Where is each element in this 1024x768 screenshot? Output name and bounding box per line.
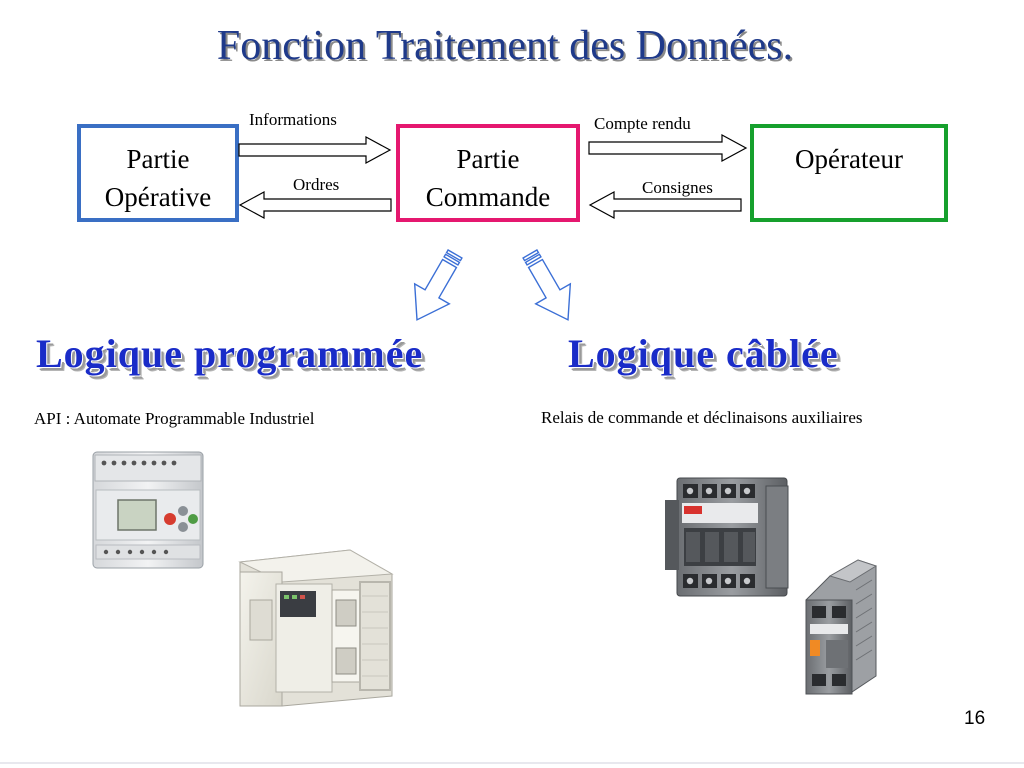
partie-operative-line1: Partie bbox=[126, 144, 190, 174]
modular-plc-image bbox=[238, 549, 394, 707]
slide-title: Fonction Traitement des Données. bbox=[216, 23, 794, 69]
arrow-to-cablee bbox=[522, 249, 572, 321]
partie-operative-box: Partie Opérative bbox=[77, 124, 239, 222]
logique-programmee-title: Logique programmée bbox=[36, 331, 424, 376]
partie-commande-box: Partie Commande bbox=[396, 124, 580, 222]
compte-rendu-label: Compte rendu bbox=[594, 114, 691, 133]
operateur-box: Opérateur bbox=[750, 124, 948, 222]
contactor-image bbox=[665, 477, 789, 597]
partie-commande-line2: Commande bbox=[425, 182, 551, 212]
small-plc-image bbox=[92, 451, 204, 569]
auxiliary-block-image bbox=[805, 559, 878, 695]
consignes-arrow bbox=[588, 190, 742, 220]
footer-divider bbox=[0, 762, 1024, 764]
operateur-line1: Opérateur bbox=[795, 144, 903, 174]
partie-commande-line1: Partie bbox=[456, 144, 520, 174]
page-number: 16 bbox=[964, 708, 986, 729]
informations-label: Informations bbox=[249, 110, 337, 129]
partie-operative-line2: Opérative bbox=[104, 182, 212, 212]
relais-description: Relais de commande et déclinaisons auxil… bbox=[541, 408, 863, 427]
logique-cablee-title: Logique câblée bbox=[568, 331, 839, 376]
api-description: API : Automate Programmable Industriel bbox=[34, 409, 315, 428]
informations-arrow bbox=[238, 135, 392, 165]
arrow-to-programmee bbox=[413, 249, 463, 321]
ordres-arrow bbox=[238, 190, 392, 220]
ordres-label: Ordres bbox=[293, 175, 340, 194]
compte-rendu-arrow bbox=[588, 133, 748, 163]
consignes-label: Consignes bbox=[642, 178, 713, 197]
